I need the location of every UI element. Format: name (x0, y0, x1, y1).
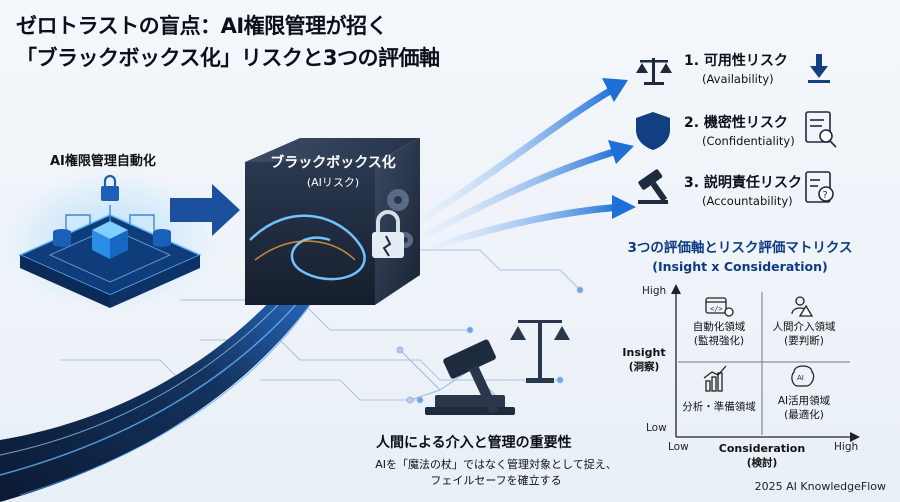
quadrant-line1: 自動化領域 (692, 321, 746, 333)
human-intervention-line1: AIを「魔法の杖」ではなく管理対象として捉え、 (375, 458, 617, 471)
quadrant-line2: (要判断) (784, 335, 824, 348)
quadrant-ai-utilization: AI活用領域 (最適化) (764, 394, 844, 422)
risk-arrows (418, 78, 636, 252)
quadrant-line2: (最適化) (784, 409, 824, 422)
automation-platform (0, 170, 220, 310)
document-search-icon (805, 111, 837, 148)
quadrant-automation: 自動化領域 (監視強化) (679, 320, 759, 348)
blackbox-cube (245, 138, 420, 305)
gavel-icon (638, 169, 668, 204)
human-intervention-title: 人間による介入と管理の重要性 (376, 435, 572, 451)
matrix-grid (671, 284, 860, 442)
risk-accountability: 3. 説明責任リスク (Accountability) (684, 172, 802, 208)
x-axis-high: High (834, 441, 859, 453)
risk-title: 3. 説明責任リスク (684, 175, 802, 191)
x-axis-low: Low (668, 441, 689, 453)
footer-credit: 2025 AI KnowledgeFlow (754, 480, 886, 493)
svg-text:</>: </> (710, 305, 723, 313)
database-icon (53, 229, 171, 247)
risk-subtitle: (Confidentiality) (702, 134, 795, 148)
y-axis-subtitle: (洞察) (628, 361, 660, 373)
balance-scale-icon (510, 320, 570, 383)
cracked-lock-icon (372, 210, 404, 258)
ai-brain-icon: AI (791, 365, 815, 387)
matrix-title-sub: (Insight x Consideration) (652, 259, 828, 274)
page-title-line2: 「ブラックボックス化」リスクと3つの評価軸 (16, 46, 440, 70)
y-axis-label: Insight (洞察) (616, 346, 672, 374)
document-question-icon: ? (805, 171, 834, 203)
quadrant-human-intervention: 人間介入領域 (要判断) (764, 320, 844, 348)
x-axis-label: Consideration (検討) (712, 442, 812, 470)
download-arrow-icon (808, 54, 830, 83)
risk-title: 2. 機密性リスク (684, 115, 788, 131)
bar-chart-icon (703, 365, 727, 392)
matrix-title-main: 3つの評価軸とリスク評価マトリクス (627, 240, 853, 256)
y-axis-low: Low (646, 422, 667, 434)
page-title-line1: ゼロトラストの盲点：AI権限管理が招く (16, 14, 388, 38)
blackbox-subtitle: (AIリスク) (306, 176, 360, 189)
matrix-title: 3つの評価軸とリスク評価マトリクス (Insight x Considerati… (590, 236, 890, 274)
quadrant-line2: (監視強化) (693, 335, 745, 348)
svg-text:?: ? (823, 190, 828, 201)
flow-arrow (170, 184, 240, 236)
balance-scale-icon (636, 58, 672, 85)
data-stream (0, 280, 320, 502)
shield-icon (636, 112, 670, 150)
x-axis-title: Consideration (718, 442, 806, 455)
risk-confidentiality: 2. 機密性リスク (Confidentiality) (684, 112, 795, 148)
blackbox-title: ブラックボックス化 (270, 155, 396, 171)
code-window-icon: </> (705, 297, 734, 317)
quadrant-line1: 人間介入領域 (772, 321, 836, 333)
y-axis-high: High (642, 285, 667, 297)
risk-subtitle: (Availability) (702, 72, 774, 86)
x-axis-subtitle: (検討) (746, 457, 778, 469)
automation-label: AI権限管理自動化 (50, 154, 156, 169)
risk-subtitle: (Accountability) (702, 194, 793, 208)
svg-text:AI: AI (797, 374, 804, 382)
y-axis-title: Insight (622, 346, 666, 359)
quadrant-line1: AI活用領域 (777, 395, 831, 407)
risk-availability: 1. 可用性リスク (Availability) (684, 50, 788, 86)
risk-title: 1. 可用性リスク (684, 53, 788, 69)
user-alert-icon (791, 296, 814, 317)
human-intervention-line2: フェイルセーフを確立する (430, 474, 562, 487)
quadrant-line1: 分析・準備領域 (682, 401, 756, 413)
lock-icon (101, 174, 119, 201)
quadrant-analysis: 分析・準備領域 (679, 400, 759, 414)
gavel-scales-illustration (396, 320, 570, 415)
blackbox-label: ブラックボックス化 (AIリスク) (258, 152, 408, 190)
